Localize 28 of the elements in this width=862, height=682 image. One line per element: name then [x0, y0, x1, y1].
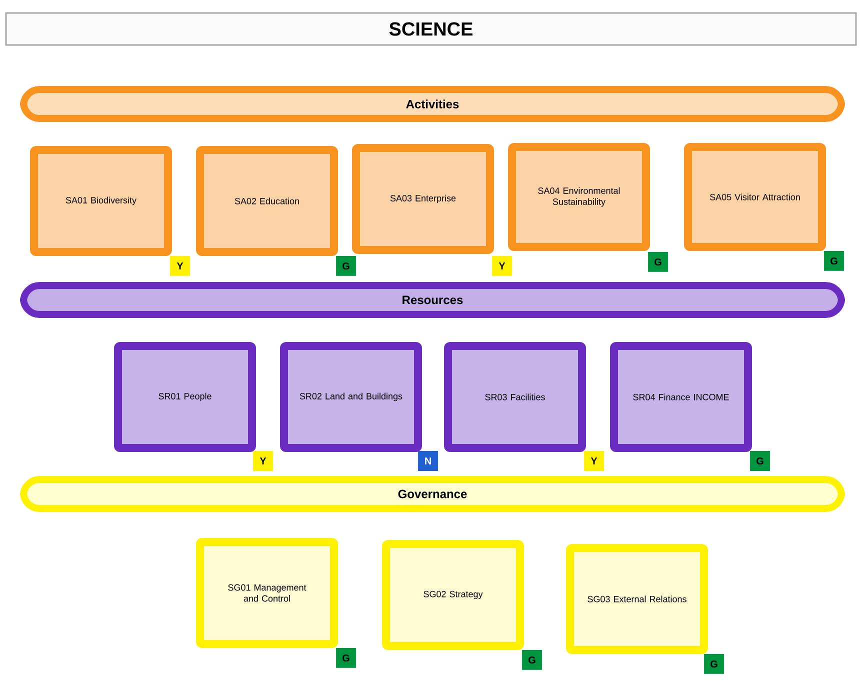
status-badge: G	[824, 250, 844, 271]
status-badge: G	[336, 648, 356, 668]
category-box: SR01 People	[114, 342, 256, 452]
category-box: SG01 Management and Control	[196, 538, 338, 648]
category-box: SA05 Visitor Attraction	[684, 143, 826, 251]
category-box: SR02 Land and Buildings	[280, 342, 422, 452]
status-badge: G	[704, 654, 724, 674]
status-badge: G	[648, 252, 668, 272]
category-box: SA02 Education	[196, 146, 338, 256]
category-box: SG03 External Relations	[566, 544, 708, 654]
section-band: Governance	[20, 476, 845, 512]
section-band: Activities	[20, 86, 845, 122]
category-box: SA03 Enterprise	[352, 144, 494, 254]
section-band: Resources	[20, 282, 845, 318]
status-badge: Y	[253, 450, 273, 471]
status-badge: G	[336, 256, 356, 276]
title-box: SCIENCE	[5, 12, 857, 46]
status-badge: G	[750, 450, 770, 471]
category-box: SG02 Strategy	[382, 540, 524, 650]
category-box: SR04 Finance INCOME	[610, 342, 752, 452]
status-badge: G	[522, 650, 542, 670]
category-box: SA01 Biodiversity	[30, 146, 172, 256]
category-box: SA04 Environmental Sustainability	[508, 143, 650, 251]
status-badge: N	[418, 450, 438, 471]
status-badge: Y	[584, 450, 604, 471]
status-badge: Y	[492, 256, 512, 276]
status-badge: Y	[170, 256, 190, 276]
category-box: SR03 Facilities	[444, 342, 586, 452]
